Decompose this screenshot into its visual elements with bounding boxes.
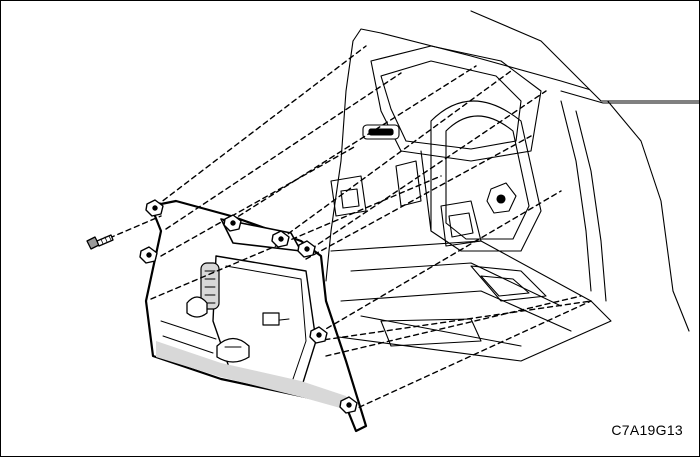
window-frame	[370, 45, 542, 162]
jack-bracket	[440, 200, 482, 247]
latch-mechanism	[486, 182, 517, 214]
rear-window-edge	[560, 90, 699, 104]
cargo-floor	[330, 240, 612, 362]
window-inner	[380, 60, 522, 150]
clip-icon	[145, 199, 164, 217]
clip-icon	[309, 326, 328, 344]
guide-lines	[92, 45, 592, 412]
clip-icon	[223, 214, 242, 232]
clip-icon	[271, 230, 290, 248]
tie-down-hook-lower	[216, 337, 250, 363]
clip-icon	[139, 246, 158, 264]
c-pillar	[325, 40, 354, 282]
figure-code: C7A19G13	[611, 422, 683, 438]
clips	[139, 199, 358, 414]
vehicle-body	[325, 10, 699, 362]
speaker-grille	[200, 262, 220, 310]
screw-icon	[86, 234, 114, 250]
tie-down-hook-upper	[186, 296, 208, 318]
clip-icon	[297, 240, 316, 258]
quarter-trim-panel	[144, 199, 368, 433]
roof-outline	[352, 28, 690, 332]
wheelhouse	[430, 100, 542, 252]
rear-roof-rail	[470, 10, 699, 102]
clip-icon	[339, 396, 358, 414]
